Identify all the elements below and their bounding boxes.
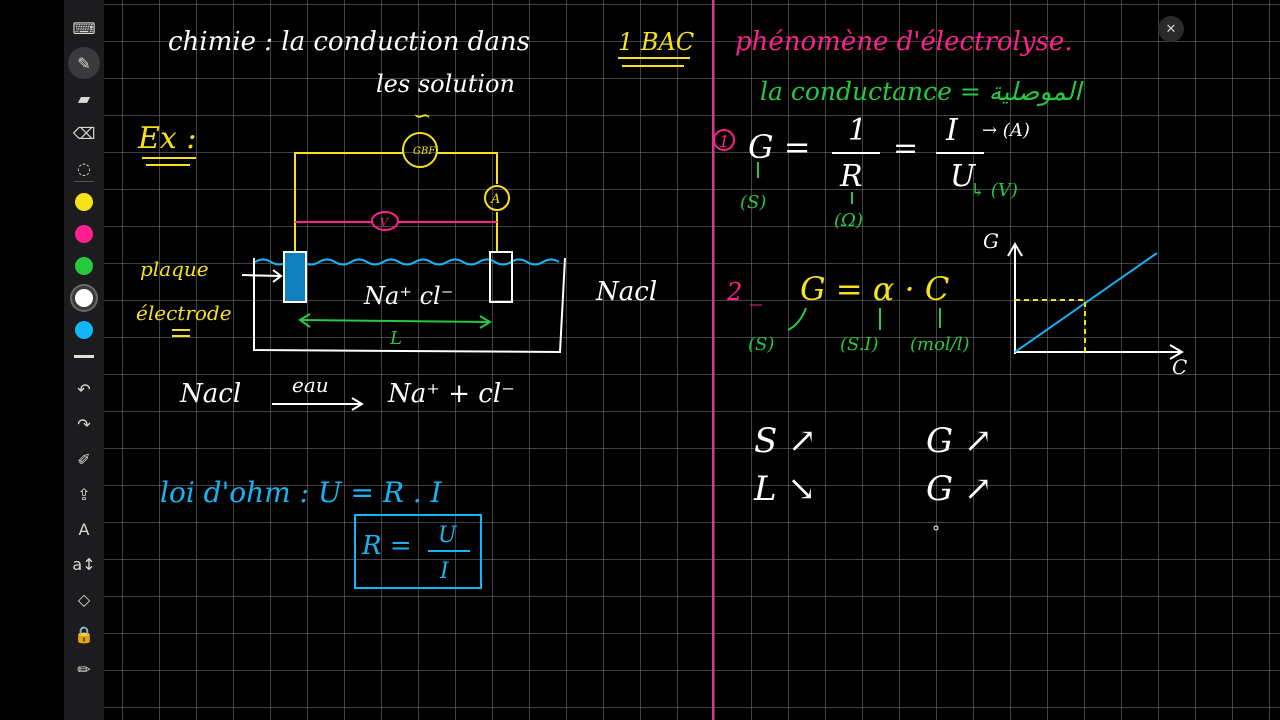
eraser-icon[interactable]: ⌫ <box>72 123 96 143</box>
ai-icon[interactable]: A <box>78 519 90 539</box>
pen-icon[interactable]: ✎ <box>68 47 100 79</box>
color-swatch[interactable] <box>75 193 93 211</box>
lock-icon[interactable]: 🔒 <box>74 624 94 644</box>
collapse-icon[interactable]: ✕ <box>1158 16 1184 42</box>
lasso-icon[interactable]: ◌ <box>77 158 91 178</box>
undo-icon[interactable]: ↶ <box>77 379 91 399</box>
color-swatch[interactable] <box>75 225 93 243</box>
shape-icon[interactable]: ✐ <box>77 449 91 469</box>
laser-icon[interactable]: ✏ <box>77 659 91 679</box>
highlighter-icon[interactable]: ▰ <box>77 88 91 108</box>
redo-icon[interactable]: ↷ <box>77 414 91 434</box>
shapes-icon[interactable]: ◇ <box>77 589 91 609</box>
text-icon[interactable]: a↕ <box>72 554 96 574</box>
text-tool-icon[interactable]: ⇪ <box>77 484 91 504</box>
notes-canvas[interactable] <box>104 0 1280 720</box>
stroke-width-indicator[interactable] <box>74 355 94 358</box>
toolbar-divider <box>74 181 94 182</box>
color-swatch[interactable] <box>75 257 93 275</box>
color-swatch[interactable] <box>75 289 93 307</box>
color-swatch[interactable] <box>75 321 93 339</box>
keyboard-icon[interactable]: ⌨ <box>72 18 96 38</box>
